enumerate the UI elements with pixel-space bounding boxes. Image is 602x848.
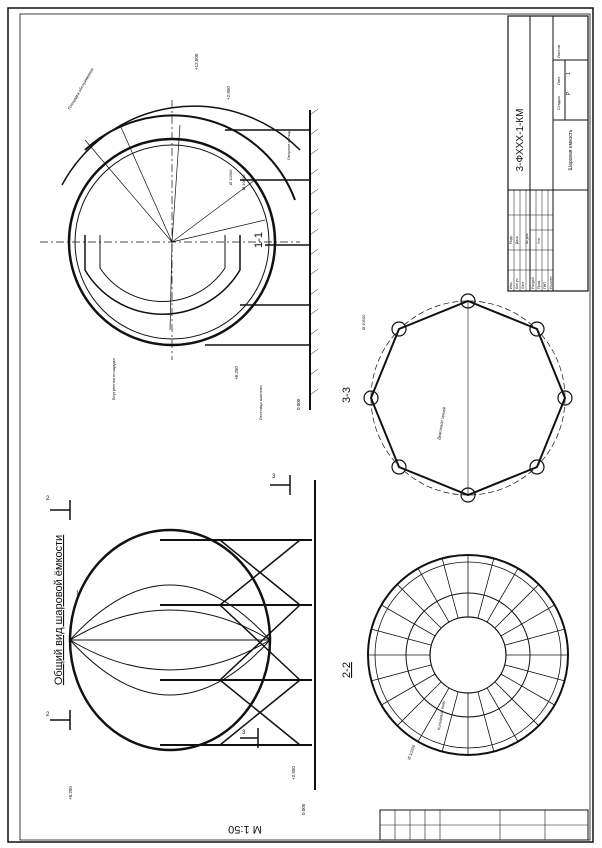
radial-rib [500, 673, 555, 706]
inner-frame [19, 13, 591, 841]
note: Опорное кольцо [286, 129, 291, 160]
tb-cell: ГИП [543, 282, 547, 289]
section-3-3: 3-3 Диагонали связей Ø 10500 [341, 293, 573, 503]
sheet-label: Лист [556, 76, 561, 85]
view-title: Общий вид шаровой ёмкости [53, 535, 65, 685]
scale-label: М 1:50 [228, 823, 262, 835]
radial-rib [441, 558, 459, 619]
radial-rib [494, 681, 539, 726]
level-support: +2.950 [226, 86, 231, 100]
title-block: 3-ФХХХ-1-КМ Шаровая емкость Стадия Р Лис… [507, 15, 589, 292]
drawing-code: 3-ФХХХ-1-КМ [515, 109, 526, 172]
tb-cell: Н.контр. [549, 276, 553, 289]
radial-rib [417, 568, 450, 623]
stage-value: Р [566, 91, 572, 95]
radial-rib [500, 604, 555, 637]
dimension: Ø 10300 [228, 169, 233, 185]
note: Внутренняя площадка [111, 358, 116, 400]
sheets-label: Листов [556, 45, 561, 58]
cut-mark: 2 [46, 496, 50, 502]
radial-rib [486, 568, 519, 623]
tb-cell: № док. [525, 233, 529, 244]
level-top: +12.500 [194, 53, 199, 70]
radial-rib [397, 681, 442, 726]
dimension: Ø 10500 [361, 314, 366, 330]
radial-rib [371, 664, 432, 682]
section-label: 3-3 [341, 387, 353, 403]
cut-mark: 3 [272, 474, 276, 480]
cut-mark: 3 [242, 730, 246, 736]
radial-rib [381, 673, 436, 706]
radial-rib [486, 687, 519, 742]
level-support: +2.950 [291, 766, 296, 780]
note: Кольцевой пояс [436, 700, 446, 730]
section-1-1: 1-1 +12.500 +8.250 0.000 +2.950 Площадка… [40, 53, 319, 420]
note: Площадка обслуживания [67, 67, 95, 110]
drawing-frame [7, 7, 594, 843]
level-ground: 0.000 [296, 398, 301, 410]
radial-rib [504, 664, 565, 682]
level-mid: +8.250 [234, 366, 239, 380]
section-2-2: 2-2 Кольцевой пояс Ø 10300 [341, 554, 569, 760]
level-mid: +8.250 [68, 786, 73, 800]
radial-rib [477, 558, 495, 619]
tb-cell: Подп. [509, 235, 513, 244]
radial-rib [417, 687, 450, 742]
radial-rib [494, 584, 539, 629]
tb-cell: Пров. [537, 280, 541, 289]
object-name: Шаровая емкость [568, 129, 574, 170]
tb-cell: Кол.уч [515, 278, 519, 289]
section-label: 1-1 [253, 232, 265, 248]
stage-label: Стадия [556, 96, 561, 110]
tb-cell: Дата [515, 236, 519, 244]
tb-cell: Изм. [509, 281, 513, 289]
radial-rib [397, 584, 442, 629]
radial-rib [371, 628, 432, 646]
tb-cell: Разраб. [531, 276, 535, 289]
general-view: 2 2 3 3 1 +8.250 +2.950 0.000 [46, 474, 316, 815]
cut-mark: 1 [76, 591, 80, 597]
sheet-value: 1 [566, 72, 572, 75]
bottom-stamp [379, 809, 589, 841]
level-ground: 0.000 [301, 803, 306, 815]
radial-rib [381, 604, 436, 637]
note: Диагонали связей [436, 406, 447, 440]
dimension: Ø 10300 [406, 743, 416, 760]
note: Лестница шахтная [258, 385, 263, 420]
radial-rib [504, 628, 565, 646]
radial-rib [441, 691, 459, 752]
section-label: 2-2 [341, 662, 353, 678]
radial-rib [477, 691, 495, 752]
cut-mark: 2 [46, 712, 50, 718]
dimension: Ø 10500 [241, 174, 246, 190]
tb-cell: Утв. [537, 237, 541, 244]
tb-cell: Лист [521, 281, 525, 289]
